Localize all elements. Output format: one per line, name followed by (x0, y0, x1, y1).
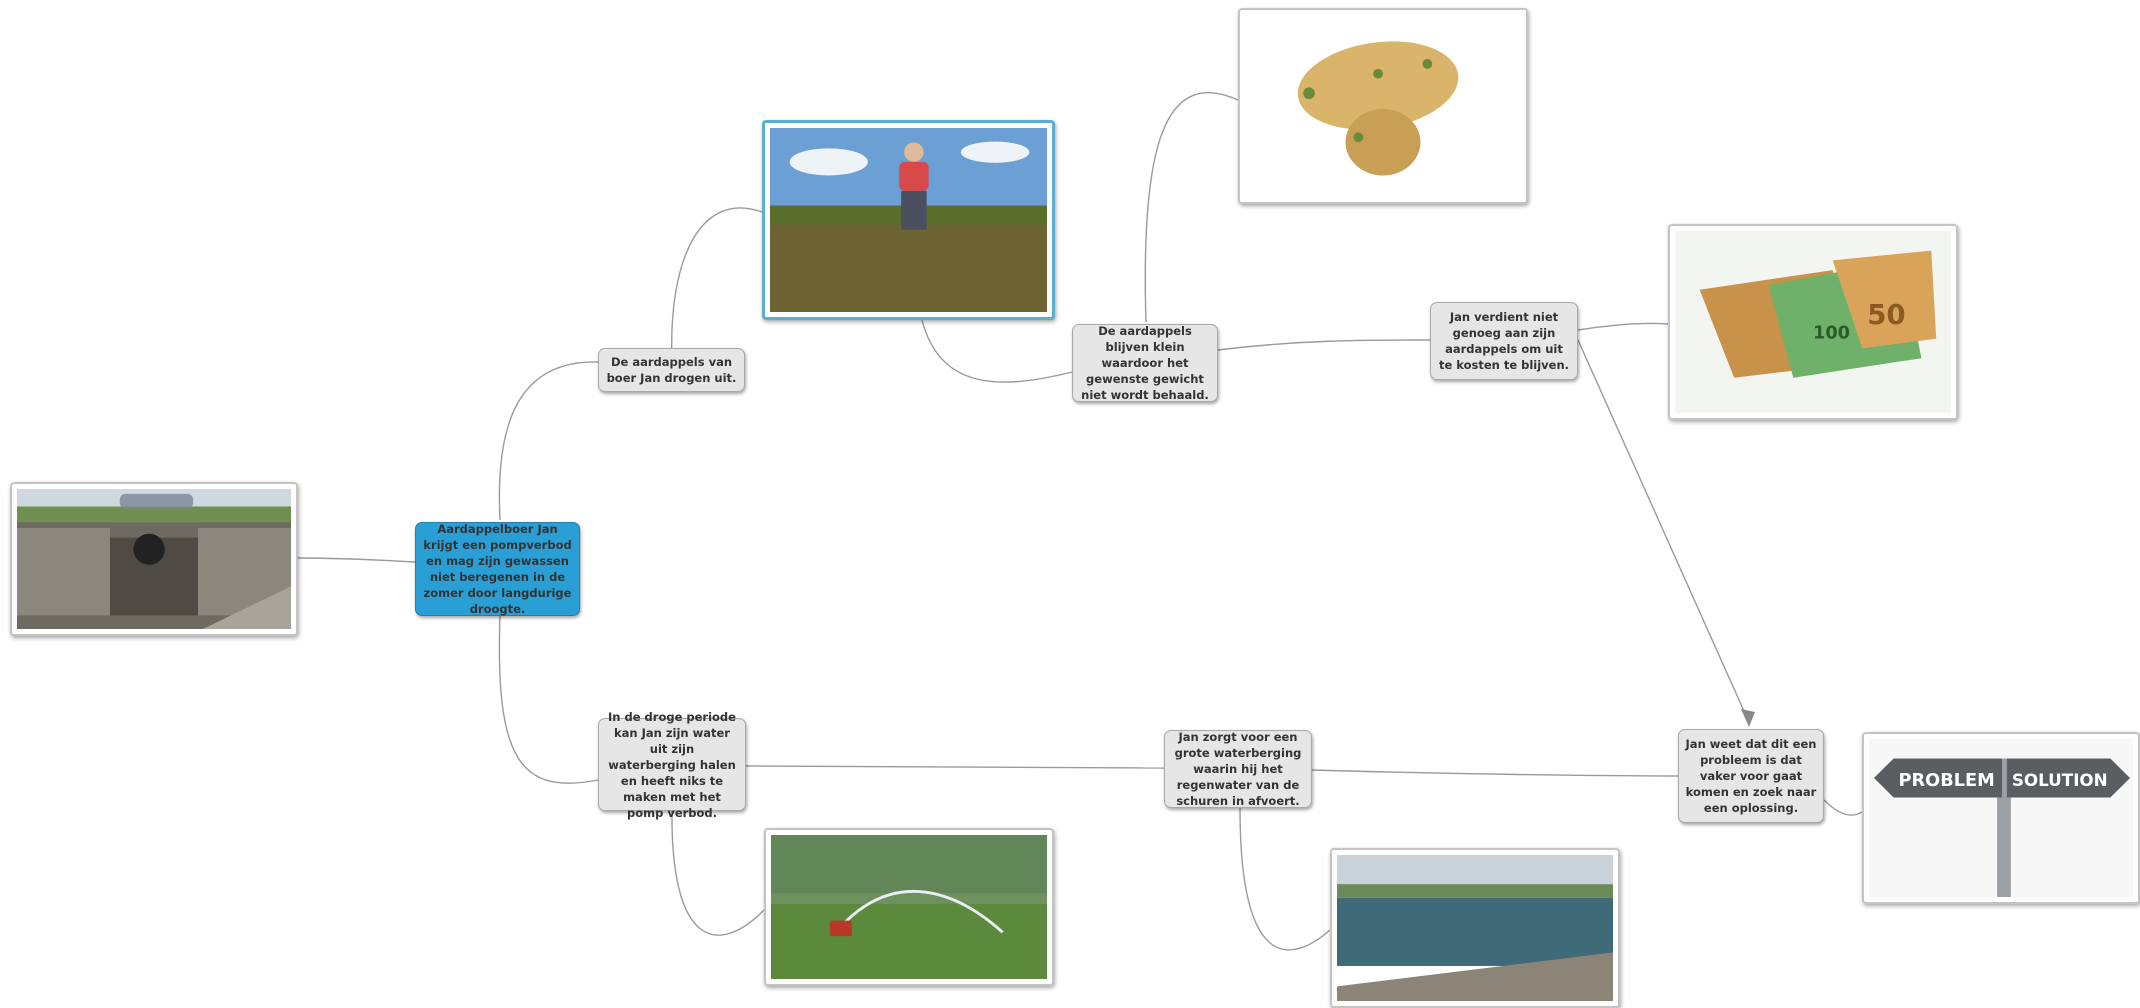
potatoes-image[interactable] (1238, 8, 1528, 204)
link-central-dry-potatoes (498, 361, 599, 521)
central-topic[interactable]: Aardappelboer Jan krijgt een pompverbod … (415, 522, 580, 616)
link-water-storage-basin (745, 765, 1165, 769)
link-small-potatoes-income (1217, 339, 1431, 351)
link-central-water-storage (498, 614, 599, 784)
problem-solution-sign-picture: PROBLEM SOLUTION (1869, 739, 2133, 897)
topic-dry-potatoes-label: De aardappels van boer Jan drogen uit. (606, 355, 737, 385)
farmer-field-image[interactable] (762, 120, 1055, 320)
topic-problem-search-label: Jan weet dat dit een probleem is dat vak… (1685, 737, 1817, 815)
link-basin-problem (1311, 769, 1679, 777)
link-central-drain-image (297, 557, 416, 563)
sign-solution-text: SOLUTION (2012, 771, 2108, 790)
topic-dry-potatoes[interactable]: De aardappels van boer Jan drogen uit. (598, 348, 745, 392)
sign-problem-text: PROBLEM (1899, 771, 1995, 791)
link-income-problem (1577, 339, 1749, 721)
topic-water-storage-label: In de droge periode kan Jan zijn water u… (608, 709, 736, 820)
potatoes-picture (1245, 15, 1521, 197)
link-small-potatoes-potato-image (1144, 91, 1239, 323)
banknote-large-value: 50 (1867, 299, 1905, 331)
money-picture: 50 100 (1675, 231, 1951, 413)
water-basin-picture (1337, 855, 1613, 1001)
topic-rainwater-basin[interactable]: Jan zorgt voor een grote waterberging wa… (1164, 730, 1312, 808)
topic-rainwater-basin-label: Jan zorgt voor een grote waterberging wa… (1174, 730, 1302, 808)
link-basin-pond-image (1239, 807, 1331, 951)
farmer-field-picture (770, 128, 1047, 312)
topic-problem-search[interactable]: Jan weet dat dit een probleem is dat vak… (1678, 729, 1824, 823)
money-image[interactable]: 50 100 (1668, 224, 1958, 420)
sprinkler-field-image[interactable] (764, 828, 1054, 986)
link-water-storage-sprinkler-image (671, 807, 765, 936)
sprinkler-field-picture (771, 835, 1047, 979)
arrowhead (1741, 709, 1755, 727)
topic-small-potatoes-label: De aardappels blijven klein waardoor het… (1081, 324, 1209, 402)
topic-not-enough-income[interactable]: Jan verdient niet genoeg aan zijn aardap… (1430, 302, 1578, 380)
water-basin-image[interactable] (1330, 848, 1620, 1008)
problem-solution-sign-image[interactable]: PROBLEM SOLUTION (1862, 732, 2140, 904)
central-topic-label: Aardappelboer Jan krijgt een pompverbod … (423, 522, 572, 616)
link-farmer-image-small-potatoes (921, 319, 1073, 383)
link-problem-sign-image (1823, 799, 1863, 816)
link-income-money-image (1577, 322, 1669, 331)
topic-water-storage[interactable]: In de droge periode kan Jan zijn water u… (598, 710, 746, 820)
banknote-small-value: 100 (1813, 324, 1850, 344)
drain-culvert-picture (17, 489, 291, 629)
topic-not-enough-income-label: Jan verdient niet genoeg aan zijn aardap… (1438, 310, 1570, 372)
topic-small-potatoes[interactable]: De aardappels blijven klein waardoor het… (1072, 324, 1218, 402)
drain-culvert-image[interactable] (10, 482, 298, 636)
link-dry-potatoes-farmer-image (670, 207, 763, 363)
